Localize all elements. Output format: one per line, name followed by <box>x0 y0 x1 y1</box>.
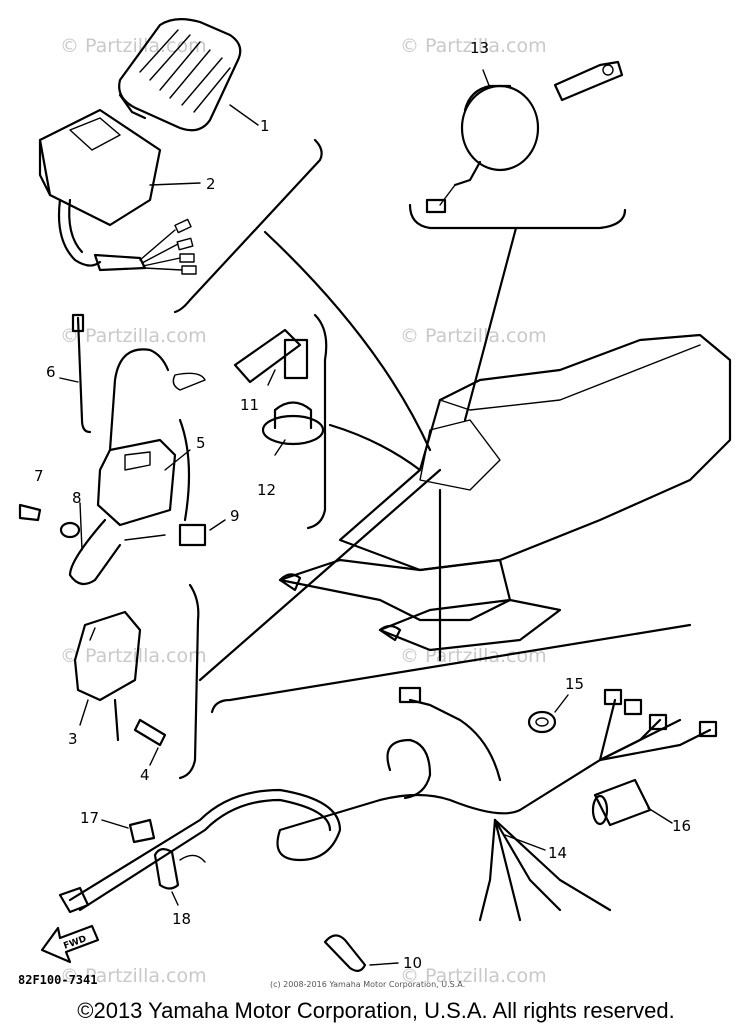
leader-line <box>149 182 201 186</box>
leader-line <box>369 962 399 966</box>
clamp-18-drawing <box>153 848 206 890</box>
group-bracket <box>408 203 627 230</box>
plug-cap-drawing <box>172 328 309 391</box>
group-bracket <box>173 138 323 314</box>
washer-drawing <box>59 521 81 539</box>
leader-line <box>171 891 179 906</box>
regulator-drawing <box>73 610 167 747</box>
grommet-drawing <box>261 401 325 446</box>
callout-17: 17 <box>80 809 99 827</box>
grommet-15-drawing <box>527 710 557 734</box>
watermark: © Partzilla.com <box>60 965 207 987</box>
bolt-drawing <box>18 503 42 522</box>
group-bracket <box>306 313 328 530</box>
callout-18: 18 <box>172 910 191 928</box>
pointer-line <box>198 468 442 682</box>
clamp-10-drawing <box>323 934 367 972</box>
snowmobile-body-drawing <box>278 333 732 652</box>
ground-lead-drawing <box>76 316 92 434</box>
group-bracket <box>210 623 692 714</box>
diagram-part-code: 82F100-7341 <box>18 973 98 987</box>
pointer-line <box>328 423 422 472</box>
cdi-bracket-drawing <box>38 108 197 275</box>
watermark: © Partzilla.com <box>400 645 547 667</box>
watermark: © Partzilla.com <box>400 325 547 347</box>
wire-harness-drawing <box>58 686 718 922</box>
cdi-unit-drawing <box>118 18 242 132</box>
leader-line <box>79 502 83 551</box>
sleeve-17-drawing <box>128 818 156 844</box>
callout-10: 10 <box>403 954 422 972</box>
pointer-line <box>263 230 432 452</box>
leader-line <box>101 819 129 829</box>
leader-line <box>209 519 226 531</box>
callout-3: 3 <box>68 730 78 748</box>
callout-7: 7 <box>34 467 44 485</box>
sleeve-16-drawing <box>591 778 652 827</box>
fwd-arrow: FWD <box>40 924 100 964</box>
group-bracket <box>178 418 191 522</box>
watermark: © Partzilla.com <box>60 35 207 57</box>
callout-15: 15 <box>565 675 584 693</box>
callout-12: 12 <box>257 481 276 499</box>
ignition-coil-drawing <box>68 348 177 586</box>
leader-line <box>229 104 259 126</box>
callout-16: 16 <box>672 817 691 835</box>
callout-1: 1 <box>260 117 270 135</box>
callout-4: 4 <box>140 766 150 784</box>
leader-line <box>267 369 276 386</box>
callout-11: 11 <box>240 396 259 414</box>
watermark: © Partzilla.com <box>400 35 547 57</box>
group-bracket <box>178 583 200 780</box>
callout-14: 14 <box>548 844 567 862</box>
leader-line <box>647 807 673 824</box>
watermark: © Partzilla.com <box>60 325 207 347</box>
callout-2: 2 <box>206 175 216 193</box>
nut-drawing <box>178 523 207 547</box>
leader-line <box>274 439 286 456</box>
callout-9: 9 <box>230 507 240 525</box>
ground-lead-drawing <box>71 313 85 333</box>
watermark-layer: © Partzilla.com © Partzilla.com © Partzi… <box>60 35 547 987</box>
callout-6: 6 <box>46 363 56 381</box>
callout-8: 8 <box>72 489 82 507</box>
leader-line <box>79 699 89 726</box>
callout-numbers: 1 2 3 4 5 6 7 8 9 10 11 12 13 14 15 16 1… <box>34 39 691 972</box>
watermark: © Partzilla.com <box>400 965 547 987</box>
leader-line <box>504 834 546 851</box>
callout-5: 5 <box>196 434 206 452</box>
leader-line <box>149 747 159 766</box>
leader-line <box>59 377 79 383</box>
small-credit: (c) 2008-2016 Yamaha Motor Corporation, … <box>270 980 466 989</box>
callout-13: 13 <box>470 39 489 57</box>
copyright-notice: ©2013 Yamaha Motor Corporation, U.S.A. A… <box>77 998 675 1023</box>
leader-line <box>554 694 569 713</box>
leader-line <box>164 449 191 471</box>
pointer-line <box>463 226 518 422</box>
ignition-switch-drawing <box>425 60 624 214</box>
watermark: © Partzilla.com <box>60 645 207 667</box>
